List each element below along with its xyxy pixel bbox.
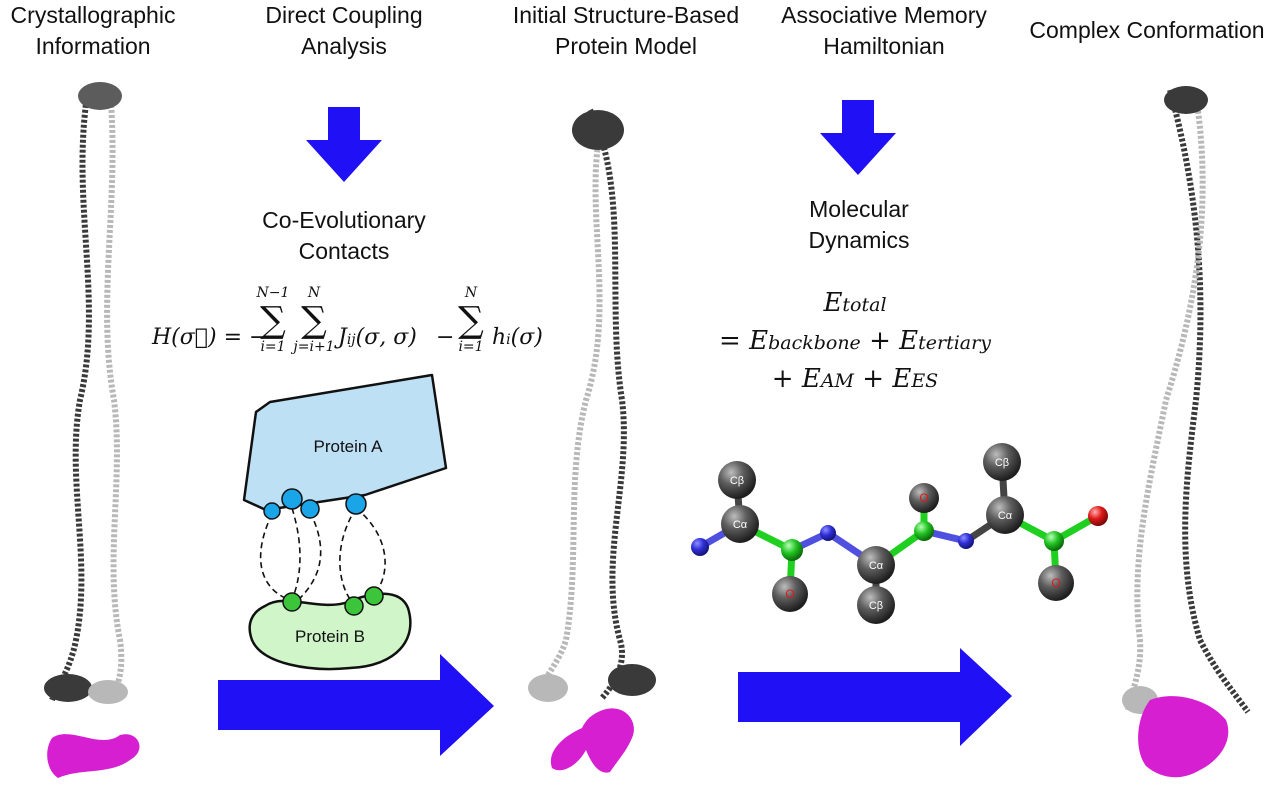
atom-label-c-beta: Cβ [995,457,1009,469]
crystal-structure [44,82,140,778]
atom-oxygen [1038,565,1074,601]
chain-light [537,114,607,692]
right-arrow-1 [218,654,494,756]
atom-carbonyl-c [781,539,803,561]
heading-dca: Direct Coupling Analysis [265,2,423,59]
right-arrow-2 [738,648,1012,746]
step-coevolution: Co-Evolutionary Contacts [262,207,426,264]
heading-initial-model: Initial Structure-Based Protein Model [512,2,740,59]
down-arrow-amh [820,100,896,175]
residue-a-4 [345,493,367,515]
heading-complex: Complex Conformation [1029,17,1265,43]
molecule-atoms [691,443,1108,624]
heading-crystallographic: Crystallographic Information [10,2,176,59]
heading-amh: Associative Memory Hamiltonian [781,2,987,59]
atom-oxygen [772,576,808,612]
chain-head [78,82,122,110]
energy-equation: Etotal = Ebackbone + Etertiary + EAM + E… [690,285,1020,399]
atom-nitrogen [958,533,974,549]
atom-label-c-beta: Cβ [869,600,883,612]
chain-magenta [1138,696,1229,778]
protein-b-shape [248,592,412,671]
sum1: N−1 ∑ i=1 [256,285,290,355]
eq-lhs: H(σ⃗) = − [152,325,268,350]
residue-b-3 [364,586,384,606]
contact-lines [259,507,386,605]
chain-foot-dark [44,674,92,702]
chain-foot-dark [608,664,656,696]
atom-carbonyl-c [1044,531,1064,551]
atom-c-alpha [857,546,895,584]
atom-oxygen [909,483,939,513]
atom-carbonyl-c [914,521,934,541]
initial-model-structure [528,108,656,773]
chain-light [1125,95,1206,711]
atom-label-c-beta: Cβ [730,475,744,487]
residues-b [282,586,384,616]
chain-magenta [550,708,634,773]
chain-head [572,110,624,150]
sum2: N ∑ j=i+1 [293,285,335,355]
protein-b-label: Protein B [295,627,365,646]
chain-head [1164,86,1208,114]
atom-label-oxygen: O [1051,576,1060,590]
chain-foot-light [528,674,568,702]
residue-b-1 [282,592,302,612]
step-md: Molecular Dynamics [808,196,910,253]
eq-minus: − [436,325,455,350]
energy-line-2: = Ebackbone + Etertiary [719,326,991,356]
residue-a-3 [300,499,320,519]
chain-dark [587,108,627,700]
hamiltonian-equation: H(σ⃗) = − N−1 ∑ i=1 N ∑ j=i+1 Jij(σ, σ) … [152,275,572,385]
atom-nitrogen [691,538,709,556]
atom-labels: Cβ Cα O Cα Cβ O Cα Cβ O [730,457,1061,612]
atom-label-oxygen: O [785,587,794,601]
chain-foot-light [88,680,128,704]
chain-light [104,89,125,702]
atom-c-beta [857,586,895,624]
atom-oxygen-red [1088,506,1108,526]
chain-dark [49,89,92,702]
eq-term2: hi(σ) [492,325,543,350]
atom-label-c-alpha: Cα [869,560,884,572]
sum3: N ∑ i=1 [458,285,484,355]
atom-label-c-alpha: Cα [998,510,1013,522]
residues-a [263,488,367,520]
eq-term1: Jij(σ, σ) [338,325,417,350]
residue-b-2 [344,596,364,616]
atom-c-alpha [721,505,759,543]
chain-dark [1167,89,1251,714]
atom-c-beta [718,461,756,499]
energy-line-1: Etotal [823,288,887,318]
atom-label-oxygen: O [919,491,928,505]
chain-magenta [47,734,140,778]
atom-label-c-alpha: Cα [733,519,748,531]
residue-a-1 [263,502,281,520]
atom-nitrogen [820,525,836,541]
complex-structure [1122,86,1251,778]
down-arrow-dca [306,107,382,182]
protein-a-label: Protein A [314,437,384,456]
energy-line-3: + EAM + EES [771,364,939,394]
residue-a-2 [281,488,303,510]
atom-c-alpha [986,496,1024,534]
atom-c-beta [983,443,1021,481]
